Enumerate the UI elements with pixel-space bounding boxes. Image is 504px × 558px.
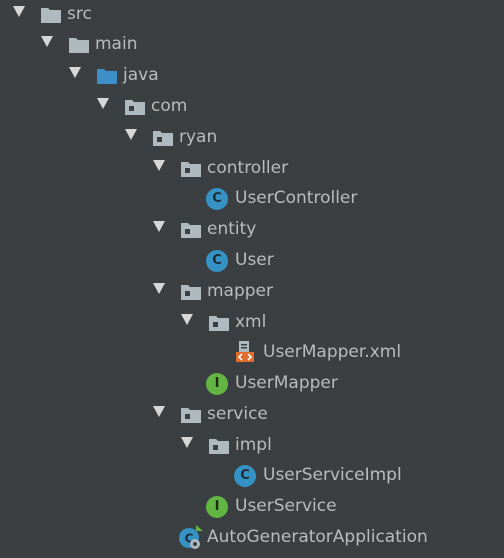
svg-text:C: C [185, 532, 194, 546]
xml-file-icon [234, 340, 256, 369]
package-icon [180, 160, 202, 183]
tree-item-java[interactable]: java [0, 61, 504, 91]
tree-item-src[interactable]: src [0, 0, 504, 30]
tree-item-ryan[interactable]: ryan [0, 123, 504, 153]
expand-arrow-icon[interactable] [69, 67, 81, 78]
expand-arrow-icon[interactable] [41, 36, 53, 47]
tree-item-label: UserServiceImpl [263, 465, 402, 485]
package-icon [180, 406, 202, 429]
tree-item-label: java [123, 65, 159, 85]
package-icon [208, 437, 230, 460]
package-icon [180, 283, 202, 306]
tree-item-user-mapper-xml[interactable]: UserMapper.xml [0, 338, 504, 368]
tree-item-label: UserMapper.xml [263, 342, 402, 362]
package-icon [180, 221, 202, 244]
tree-item-user-controller[interactable]: C UserController [0, 184, 504, 214]
tree-item-label: service [207, 404, 268, 424]
tree-item-label: UserMapper [235, 373, 338, 393]
tree-item-entity[interactable]: entity [0, 215, 504, 245]
tree-item-label: com [151, 96, 188, 116]
tree-item-label: UserController [235, 188, 358, 208]
interface-icon: I [206, 496, 228, 518]
tree-item-com[interactable]: com [0, 92, 504, 122]
tree-item-label: User [235, 250, 274, 270]
expand-arrow-icon[interactable] [97, 98, 109, 109]
tree-item-user[interactable]: C User [0, 246, 504, 276]
tree-item-user-mapper[interactable]: I UserMapper [0, 369, 504, 399]
tree-item-user-service[interactable]: I UserService [0, 492, 504, 522]
expand-arrow-icon[interactable] [13, 6, 25, 17]
package-icon [208, 314, 230, 337]
tree-item-label: main [95, 34, 138, 54]
tree-item-controller[interactable]: controller [0, 154, 504, 184]
expand-arrow-icon[interactable] [125, 129, 137, 140]
class-icon: C [206, 250, 228, 272]
expand-arrow-icon[interactable] [153, 406, 165, 417]
expand-arrow-icon[interactable] [153, 221, 165, 232]
tree-item-label: AutoGeneratorApplication [207, 527, 428, 547]
interface-icon: I [206, 373, 228, 395]
tree-item-user-service-impl[interactable]: C UserServiceImpl [0, 461, 504, 491]
class-icon: C [234, 465, 256, 487]
expand-arrow-icon[interactable] [181, 437, 193, 448]
tree-item-service[interactable]: service [0, 400, 504, 430]
tree-item-label: entity [207, 219, 257, 239]
expand-arrow-icon[interactable] [181, 314, 193, 325]
tree-item-label: ryan [179, 127, 218, 147]
tree-item-mapper[interactable]: mapper [0, 277, 504, 307]
folder-icon [68, 36, 90, 59]
tree-item-main[interactable]: main [0, 30, 504, 60]
expand-arrow-icon[interactable] [153, 160, 165, 171]
tree-item-label: impl [235, 435, 272, 455]
tree-item-label: mapper [207, 281, 274, 301]
spring-boot-class-icon: C [178, 525, 204, 556]
package-icon [124, 98, 146, 121]
package-icon [152, 129, 174, 152]
tree-item-xml[interactable]: xml [0, 308, 504, 338]
tree-item-label: UserService [235, 496, 337, 516]
tree-item-impl[interactable]: impl [0, 431, 504, 461]
tree-item-label: controller [207, 158, 289, 178]
tree-item-label: src [67, 4, 92, 24]
source-folder-icon [96, 67, 118, 90]
tree-item-auto-generator-application[interactable]: C AutoGeneratorApplication [0, 523, 504, 553]
folder-icon [40, 6, 62, 29]
tree-item-label: xml [235, 312, 267, 332]
class-icon: C [206, 188, 228, 210]
expand-arrow-icon[interactable] [153, 283, 165, 294]
